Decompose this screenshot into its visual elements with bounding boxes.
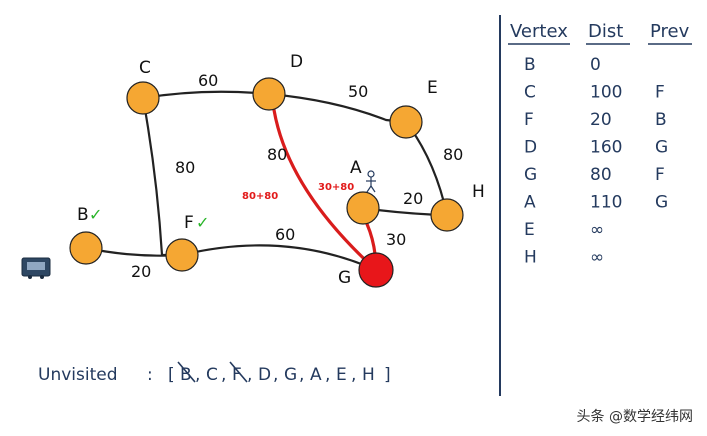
unvisited-item: H [362, 365, 375, 385]
unvisited-item: G [284, 365, 297, 385]
table-header-vertex: Vertex [510, 21, 568, 42]
table-cell: D [524, 138, 537, 158]
node-b [69, 231, 103, 265]
node-e [389, 105, 423, 139]
edge-d-e [267, 92, 408, 124]
decorations-layer [21, 170, 376, 279]
edge-c-d [141, 90, 271, 100]
node-g [358, 252, 394, 288]
table-cell: E [524, 220, 535, 240]
node-c [126, 81, 160, 115]
table-cell: 80 [590, 165, 612, 185]
unvisited-item: E [336, 365, 347, 385]
annotation-dg-sum: 80+80 [242, 191, 278, 202]
table-cell: 0 [590, 55, 601, 75]
node-label-c: C [139, 58, 151, 78]
node-f [165, 238, 199, 272]
unvisited-comma: , [351, 365, 356, 385]
edge-weight-d-e: 50 [348, 82, 368, 101]
table-cell: 20 [590, 110, 612, 130]
unvisited-item: D [258, 365, 271, 385]
node-label-a: A [350, 158, 362, 178]
annotation-ag-sum: 30+80 [318, 182, 354, 193]
table-cell: ∞ [590, 248, 604, 268]
unvisited-colon: : [147, 365, 153, 385]
unvisited-comma: , [325, 365, 330, 385]
table-cell: G [655, 138, 668, 158]
table-cell: C [524, 83, 536, 103]
table-cell: G [655, 193, 668, 213]
visited-check-icon: ✓ [89, 205, 102, 224]
unvisited-item: A [310, 365, 322, 385]
edge-weight-a-g: 30 [386, 230, 406, 249]
edge-f-g [180, 244, 378, 272]
table-cell: 100 [590, 83, 622, 103]
unvisited-close-bracket: ] [384, 365, 391, 385]
edge-c-f [141, 96, 184, 257]
edge-weight-b-f: 20 [131, 262, 151, 281]
edge-weight-c-d: 60 [198, 71, 218, 90]
unvisited-open-bracket: [ [168, 365, 175, 385]
edge-weight-e-h: 80 [443, 145, 463, 164]
node-label-b: B [77, 205, 89, 225]
node-label-d: D [290, 52, 303, 72]
table-cell: B [655, 110, 667, 130]
stick-figure-icon [366, 170, 376, 193]
node-d [252, 77, 286, 111]
table-cell: 110 [590, 193, 622, 213]
table-cell: F [655, 83, 665, 103]
edge-weights-layer: 60 50 80 80 80 20 30 20 60 80+80 30+80 [131, 71, 463, 281]
table-cell: G [524, 165, 537, 185]
unvisited-comma: , [221, 365, 226, 385]
unvisited-comma: , [299, 365, 304, 385]
crossed-out-mark [177, 361, 196, 383]
crossed-out-mark [229, 361, 248, 383]
table-cell: A [524, 193, 536, 213]
table-cell: 160 [590, 138, 622, 158]
unvisited-item: C [206, 365, 218, 385]
table-header-dist: Dist [588, 21, 623, 42]
table-cell: B [524, 55, 536, 75]
camera-icon [21, 257, 51, 279]
node-label-g: G [338, 268, 351, 288]
node-label-h: H [472, 182, 485, 202]
table-cell: F [524, 110, 534, 130]
table-cell: ∞ [590, 220, 604, 240]
unvisited-comma: , [195, 365, 200, 385]
unvisited-label: Unvisited [38, 365, 118, 385]
node-a [346, 191, 380, 225]
table-cell: F [655, 165, 665, 185]
unvisited-item: B [180, 365, 192, 385]
unvisited-comma: , [247, 365, 252, 385]
edge-d-g [272, 108, 378, 272]
watermark: 头条 @数学经纬网 [576, 409, 693, 425]
unvisited-item: F [232, 365, 242, 385]
table-cell: H [524, 248, 537, 268]
unvisited-comma: , [273, 365, 278, 385]
node-h [430, 198, 464, 232]
unvisited-list: Unvisited:[B,C,F,D,G,A,E,H] [38, 361, 391, 385]
edge-weight-a-h: 20 [403, 189, 423, 208]
edge-weight-f-g: 60 [275, 225, 295, 244]
node-label-f: F [184, 213, 194, 233]
edge-weight-c-f: 80 [175, 158, 195, 177]
node-label-e: E [427, 78, 438, 98]
edge-weight-d-g: 80 [267, 145, 287, 164]
visited-check-icon: ✓ [196, 213, 209, 232]
table-header-prev: Prev [650, 21, 690, 42]
